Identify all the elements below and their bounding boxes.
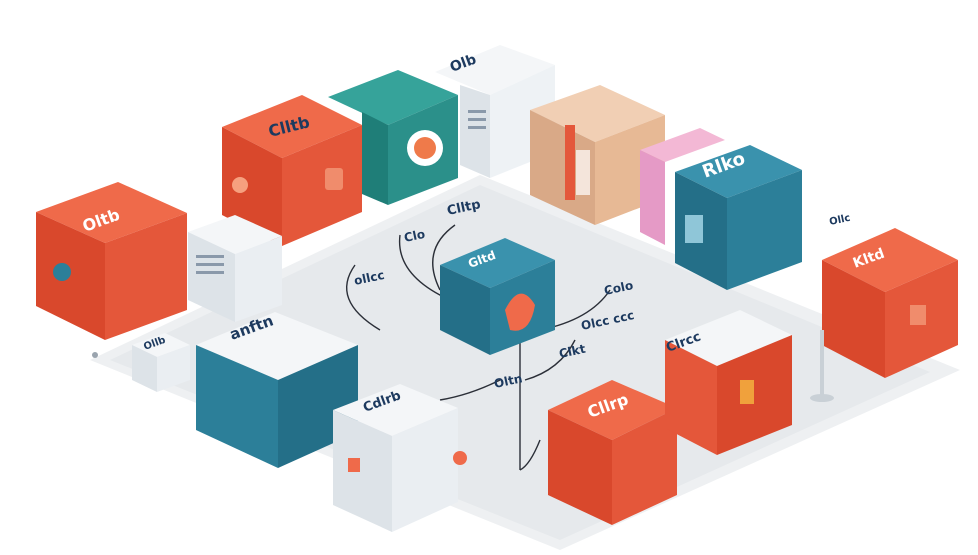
box-center-blue: Gltd — [440, 238, 555, 355]
box-white-front: Cdlrb — [333, 384, 467, 532]
callouts: Clltp Clo ollcc Colo Olcc ccc Clkt Oltn … — [353, 197, 852, 391]
box-teal-right: Rlko — [640, 128, 802, 290]
box-white-left — [188, 215, 282, 322]
callout-7: Oltn — [493, 371, 524, 391]
stand-pole — [820, 330, 824, 398]
box-orange-left: Oltb — [36, 182, 187, 340]
callout-6: Clkt — [558, 342, 587, 361]
connector-lines — [346, 224, 611, 471]
box-orange-front-right: Clrcc — [664, 310, 792, 455]
callout-1: Clltp — [446, 197, 482, 219]
box-green — [328, 70, 458, 205]
callout-4: Colo — [603, 278, 635, 298]
box-small-white: Ollb — [132, 333, 190, 392]
callout-3: ollcc — [353, 268, 386, 288]
box-orange-front: Cllrp — [548, 380, 677, 525]
box-orange-right: Kltd — [822, 228, 958, 378]
callout-8: Ollc — [828, 213, 851, 228]
dot-marker — [92, 352, 98, 358]
callout-2: Clo — [403, 227, 427, 245]
